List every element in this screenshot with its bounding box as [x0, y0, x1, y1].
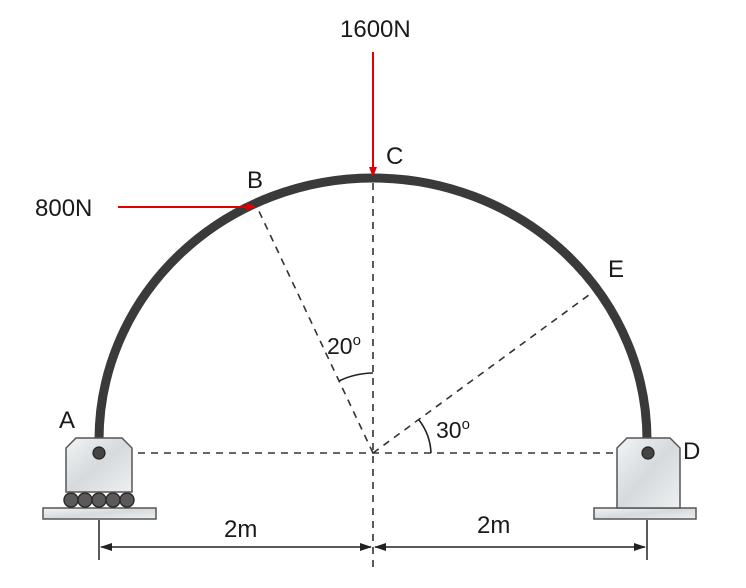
support-d-pin	[593, 437, 697, 520]
load-label-800n: 800N	[35, 195, 92, 222]
radius-line-b	[256, 206, 374, 454]
support-d-base-plate	[593, 507, 697, 520]
support-a-roller	[42, 437, 157, 520]
angle-30-text: 30o	[436, 416, 470, 443]
support-a-base-plate	[42, 507, 157, 520]
support-d-block	[616, 437, 681, 509]
point-label-a: A	[59, 407, 75, 434]
angle-label-20: 20o	[327, 332, 361, 359]
load-label-1600n: 1600N	[340, 16, 411, 43]
pin-a	[92, 446, 106, 460]
angle-20-text: 20o	[327, 332, 361, 359]
point-label-e: E	[608, 256, 624, 283]
angle-label-30: 30o	[436, 416, 470, 443]
angle-arc-20	[338, 372, 374, 382]
semicircular-arch	[94, 173, 652, 441]
pin-d	[641, 446, 655, 460]
point-label-c: C	[386, 143, 403, 170]
dimension-label-left: 2m	[224, 516, 257, 543]
support-a-block	[65, 437, 133, 493]
roller-wheels	[63, 492, 135, 508]
construction-lines	[99, 183, 648, 568]
dimension-label-right: 2m	[477, 512, 510, 539]
angle-arc-30	[418, 419, 432, 454]
point-label-b: B	[247, 167, 263, 194]
point-label-d: D	[683, 438, 700, 465]
dimension-lines	[98, 520, 648, 560]
radius-line-e	[372, 291, 594, 454]
